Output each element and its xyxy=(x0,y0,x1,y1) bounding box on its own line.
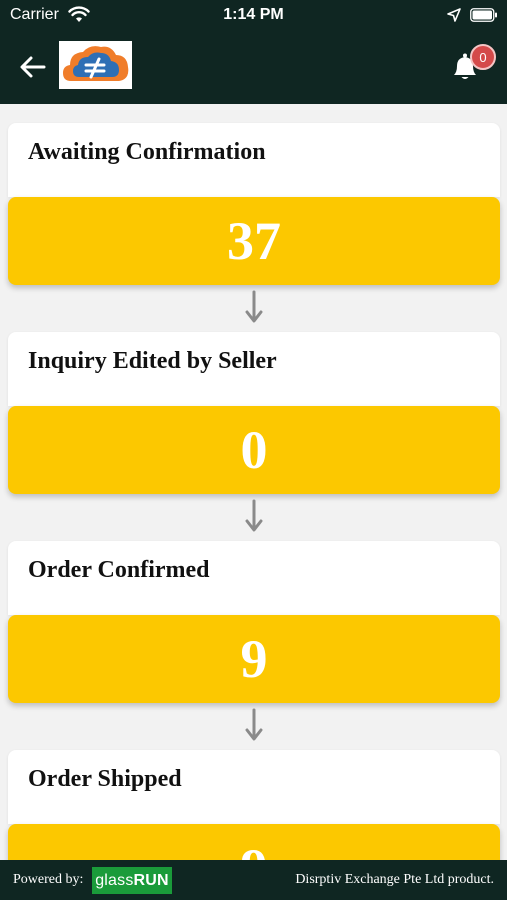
down-arrow-icon xyxy=(245,290,263,323)
wifi-icon xyxy=(68,6,90,22)
stage-card-inquiry-edited: Inquiry Edited by Seller 0 xyxy=(8,332,500,494)
stage-count[interactable]: 0 xyxy=(8,406,500,494)
stage-count[interactable]: 37 xyxy=(8,197,500,285)
clock: 1:14 PM xyxy=(223,6,284,23)
back-arrow-icon[interactable] xyxy=(18,52,48,82)
app-logo xyxy=(59,41,132,89)
carrier-label: Carrier xyxy=(10,6,59,23)
battery-icon xyxy=(470,8,497,22)
stage-card-awaiting-confirmation: Awaiting Confirmation 37 xyxy=(8,123,500,285)
down-arrow-icon xyxy=(245,499,263,532)
stage-label: Inquiry Edited by Seller xyxy=(8,332,500,406)
app-bar: 0 xyxy=(0,32,507,104)
down-arrow-icon xyxy=(245,708,263,741)
location-icon xyxy=(447,8,461,22)
stage-count[interactable]: 9 xyxy=(8,615,500,703)
company-label: Disrptiv Exchange Pte Ltd product. xyxy=(295,872,494,887)
powered-by-label: Powered by: xyxy=(13,872,84,887)
stage-label: Awaiting Confirmation xyxy=(8,123,500,197)
brand-light-text: glass xyxy=(95,871,134,889)
brand-bold-text: RUN xyxy=(133,871,169,889)
stage-card-order-confirmed: Order Confirmed 9 xyxy=(8,541,500,703)
status-bar: Carrier 1:14 PM xyxy=(0,0,507,32)
stage-label: Order Shipped xyxy=(8,750,500,824)
stage-label: Order Confirmed xyxy=(8,541,500,615)
notification-badge: 0 xyxy=(470,44,496,70)
